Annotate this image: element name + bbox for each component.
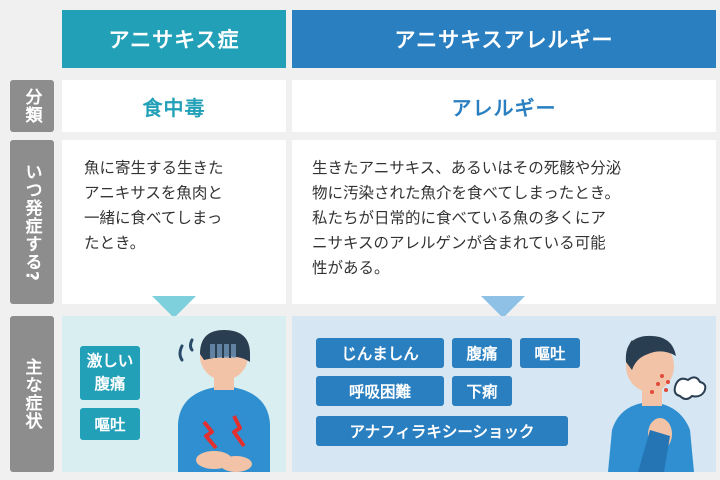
- symptom-tag-diarrhea: 下痢: [452, 376, 512, 406]
- row-label-when: いつ発症する?: [10, 140, 54, 304]
- when-text-anisakis-allergy: 生きたアニサキス、あるいはその死骸や分泌 物に汚染された魚介を食べてしまったとき…: [312, 159, 622, 277]
- stomach-ache-person-illustration: [178, 330, 270, 472]
- symptoms-panel-anisakis-allergy: じんましん 腹痛 嘔吐 呼吸困難 下痢 アナフィラキシーショック: [292, 316, 716, 472]
- symptom-tag-stomach-pain: 腹痛: [452, 338, 512, 368]
- row-label-category: 分類: [10, 80, 54, 132]
- symptom-tag-vomiting: 嘔吐: [80, 408, 140, 440]
- symptom-tag-vomiting: 嘔吐: [520, 338, 580, 368]
- when-cell-anisakiasis: 魚に寄生する生きた アニキサスを魚肉と 一緒に食べてしまっ たとき。: [62, 140, 286, 304]
- category-anisakiasis: 食中毒: [62, 80, 286, 132]
- symptom-tag-hives: じんましん: [316, 338, 444, 368]
- down-arrow-icon: [481, 296, 525, 318]
- column-header-anisakiasis: アニサキス症: [62, 10, 286, 68]
- when-text-anisakiasis: 魚に寄生する生きた アニキサスを魚肉と 一緒に食べてしまっ たとき。: [84, 159, 224, 252]
- down-arrow-icon: [152, 296, 196, 318]
- symptom-tag-breathing-difficulty: 呼吸困難: [316, 376, 444, 406]
- coughing-person-illustration: [608, 335, 707, 472]
- symptoms-panel-anisakiasis: 激しい 腹痛 嘔吐: [62, 316, 286, 472]
- symptom-tag-severe-stomach-pain: 激しい 腹痛: [80, 346, 140, 400]
- column-header-anisakis-allergy: アニサキスアレルギー: [292, 10, 716, 68]
- category-anisakis-allergy: アレルギー: [292, 80, 716, 132]
- symptom-tag-anaphylactic-shock: アナフィラキシーショック: [316, 416, 568, 446]
- row-label-symptoms: 主な症状: [10, 316, 54, 472]
- when-cell-anisakis-allergy: 生きたアニサキス、あるいはその死骸や分泌 物に汚染された魚介を食べてしまったとき…: [292, 140, 716, 304]
